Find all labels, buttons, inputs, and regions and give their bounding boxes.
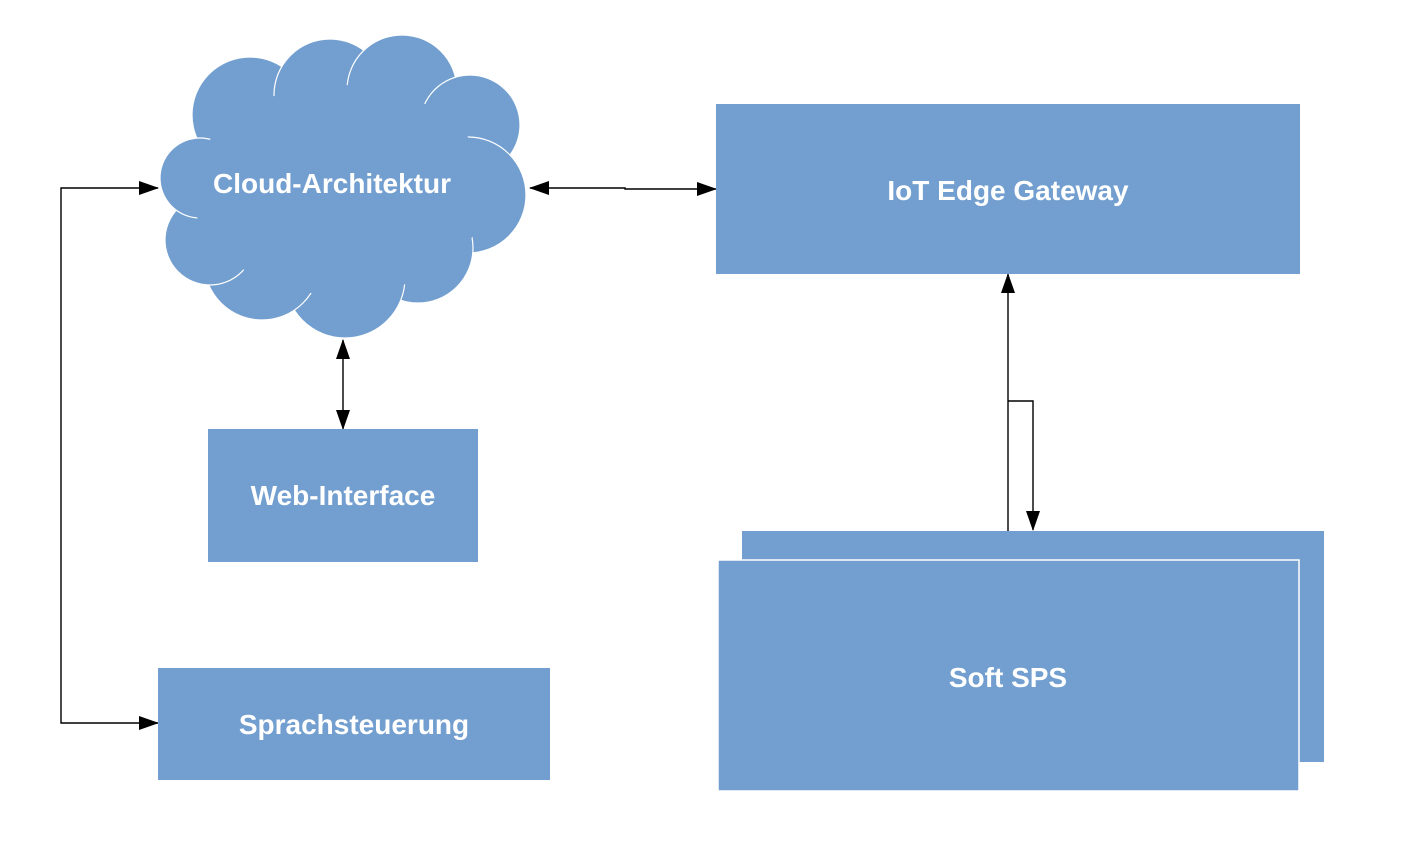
web-interface-box (208, 429, 478, 562)
edges (60, 181, 1040, 730)
gateway-node[interactable]: IoT Edge Gateway (716, 104, 1300, 274)
web-interface-node[interactable]: Web-Interface (208, 429, 478, 562)
cloud-node[interactable]: Cloud-Architektur (159, 34, 527, 339)
edge-cloud-speech (60, 181, 159, 730)
soft-sps-label: Soft SPS (949, 662, 1067, 693)
gateway-box (716, 104, 1300, 274)
edge-cloud-gateway (529, 181, 717, 196)
web-interface-label: Web-Interface (251, 480, 436, 511)
speech-control-node[interactable]: Sprachsteuerung (158, 668, 550, 780)
gateway-label: IoT Edge Gateway (887, 175, 1129, 206)
speech-control-box (158, 668, 550, 780)
cloud-label: Cloud-Architektur (213, 168, 451, 199)
edge-gateway-sps-secondary (1008, 400, 1040, 531)
soft-sps-front-box (717, 559, 1300, 792)
speech-control-label: Sprachsteuerung (239, 709, 469, 740)
soft-sps-node[interactable]: Soft SPS (717, 531, 1324, 792)
